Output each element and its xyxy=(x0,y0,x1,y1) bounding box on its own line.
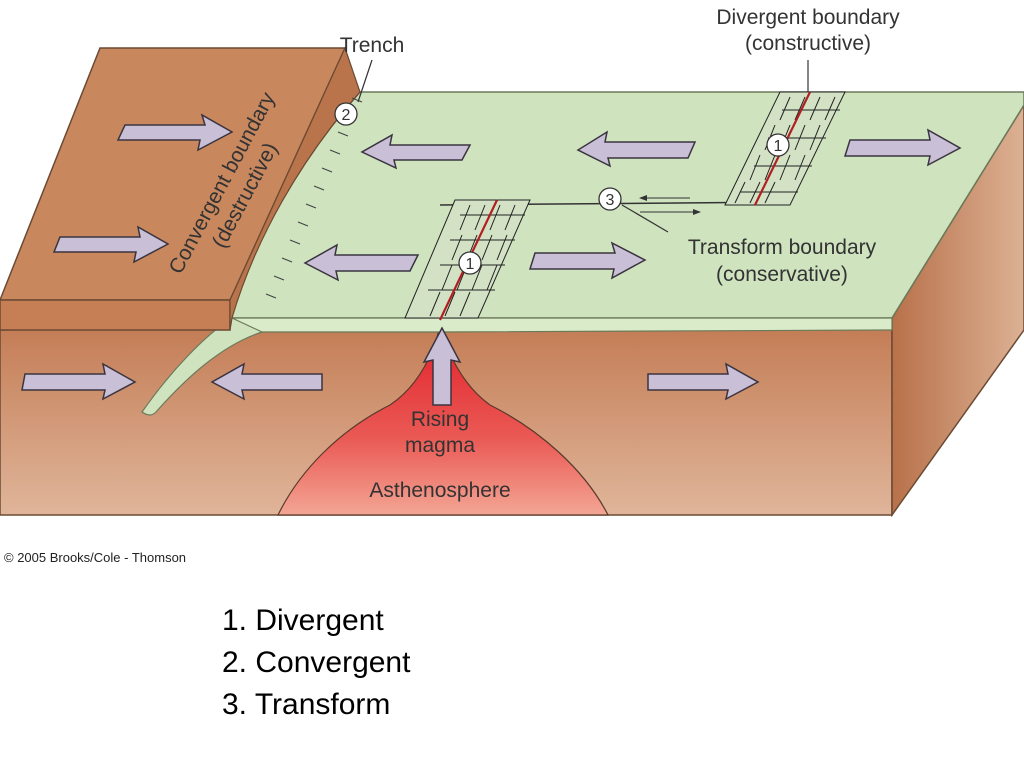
transform-leader-line xyxy=(621,204,669,233)
rising-label: Rising xyxy=(411,408,469,431)
motion-arrow-continental-1 xyxy=(116,113,234,152)
divergent-boundary-label: Divergent boundary xyxy=(716,6,900,29)
boundary-legend: 1. Divergent 2. Convergent 3. Transform xyxy=(222,600,410,726)
legend-item-convergent: 2. Convergent xyxy=(222,646,411,679)
motion-arrow-oceanic-right-2 xyxy=(843,128,962,167)
motion-arrow-oceanic-right-1 xyxy=(528,241,647,280)
marker-3: 3 xyxy=(598,187,622,211)
oceanic-plate-surface xyxy=(228,91,1024,319)
motion-arrow-oceanic-left-3 xyxy=(576,130,697,168)
marker-1-front: 1 xyxy=(458,251,482,275)
marker-1-back: 1 xyxy=(766,133,790,157)
motion-arrow-oceanic-left-2 xyxy=(303,243,420,282)
svg-text:1: 1 xyxy=(774,138,783,155)
svg-text:2: 2 xyxy=(342,107,351,124)
divergent-boundary-sublabel: (constructive) xyxy=(745,32,871,55)
rising-magma-arrow xyxy=(422,326,462,406)
marker-2: 2 xyxy=(334,102,358,126)
svg-text:3: 3 xyxy=(606,192,615,209)
transform-boundary-sublabel: (conservative) xyxy=(716,263,848,286)
motion-arrow-oceanic-left-1 xyxy=(360,133,472,170)
subducting-slab xyxy=(141,317,264,416)
legend-item-divergent: 1. Divergent xyxy=(222,604,384,637)
motion-arrow-continental-2 xyxy=(52,225,170,264)
transform-boundary-label: Transform boundary xyxy=(688,236,877,259)
plate-boundary-diagram: 1 1 2 3 Trench Divergent boundary (const… xyxy=(0,6,1024,518)
motion-arrow-asthenosphere-right xyxy=(647,362,760,401)
trench-label: Trench xyxy=(340,34,405,57)
svg-text:1: 1 xyxy=(466,256,475,273)
legend-item-transform: 3. Transform xyxy=(222,688,391,721)
motion-arrow-asthenosphere-left xyxy=(210,362,323,401)
continental-plate-side xyxy=(229,46,361,331)
motion-arrow-asthenosphere-1 xyxy=(21,362,137,401)
asthenosphere-label: Asthenosphere xyxy=(369,479,510,502)
continental-plate-front xyxy=(0,299,231,331)
copyright-notice: © 2005 Brooks/Cole - Thomson xyxy=(4,550,187,565)
trench-leader-line xyxy=(357,59,373,103)
oceanic-plate-front-edge xyxy=(231,317,893,333)
magma-label: magma xyxy=(405,434,475,457)
